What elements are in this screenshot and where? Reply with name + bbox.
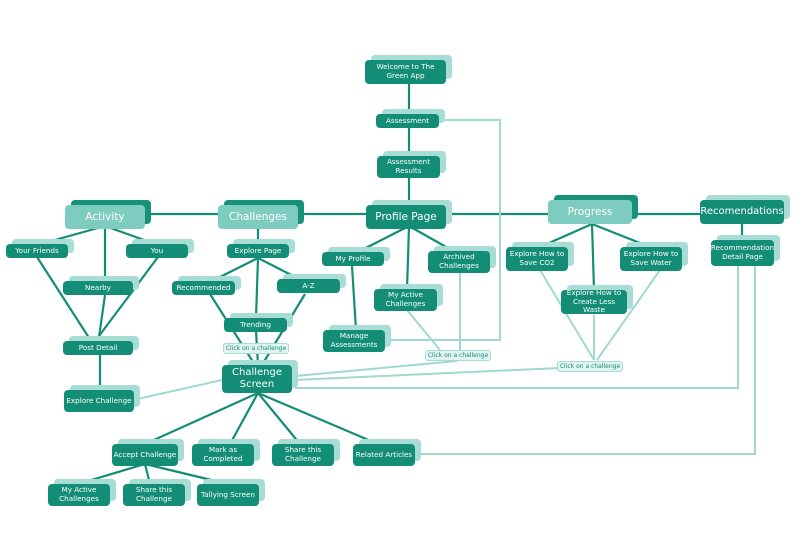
tag-click-challenge-progress: Click on a challenge: [557, 361, 623, 372]
node-archived-challenges: Archived Challenges: [428, 246, 496, 273]
node-progress: Progress: [548, 195, 638, 224]
node-you: You: [126, 239, 194, 258]
node-related-articles: Related Articles: [353, 439, 421, 466]
node-tallying-screen: Tallying Screen: [197, 479, 265, 506]
node-activity: Activity: [65, 200, 151, 229]
node-a-z: A-Z: [277, 274, 346, 293]
node-assessment-results: Assessment Results: [377, 151, 446, 178]
node-accept-challenge: Accept Challenge: [112, 439, 184, 466]
node-mark-completed: Mark as Completed: [192, 439, 260, 466]
node-post-detail: Post Detail: [63, 336, 139, 355]
node-less-waste: Explore How to Create Less Waste: [561, 285, 633, 314]
node-challenge-screen: Challenge Screen: [222, 360, 298, 393]
node-trending: Trending: [224, 313, 293, 332]
node-manage-assessments: Manage Assessments: [323, 325, 391, 352]
node-explore-challenge: Explore Challenge: [64, 385, 140, 412]
node-recommendation-detail: Recommendation Detail Page: [711, 235, 780, 266]
node-assessment: Assessment: [376, 109, 445, 128]
node-share-challenge-accept: Share this Challenge: [123, 479, 191, 506]
node-my-active-challenges-accept: My Active Challenges: [48, 479, 116, 506]
node-recommended: Recommended: [172, 276, 241, 295]
node-share-challenge: Share this Challenge: [272, 439, 340, 466]
node-recomendations: Recomendations: [700, 195, 790, 224]
node-save-co2: Explore How to Save CO2: [506, 242, 574, 271]
node-save-water: Explore How to Save Water: [620, 242, 688, 271]
node-my-active-challenges-profile: My Active Challenges: [374, 284, 443, 311]
tag-click-challenge-profile: Click on a challenge: [425, 350, 491, 361]
node-profile-page: Profile Page: [366, 200, 452, 229]
node-nearby: Nearby: [63, 276, 139, 295]
node-challenges: Challenges: [218, 200, 304, 229]
node-your-friends: Your Friends: [6, 239, 74, 258]
node-welcome: Welcome to The Green App: [365, 55, 452, 84]
node-my-profile: My Profile: [322, 247, 390, 266]
node-explore-page: Explore Page: [227, 239, 295, 258]
tag-click-challenge-explore: Click on a challenge: [223, 343, 289, 354]
light-connectors: [132, 119, 756, 455]
